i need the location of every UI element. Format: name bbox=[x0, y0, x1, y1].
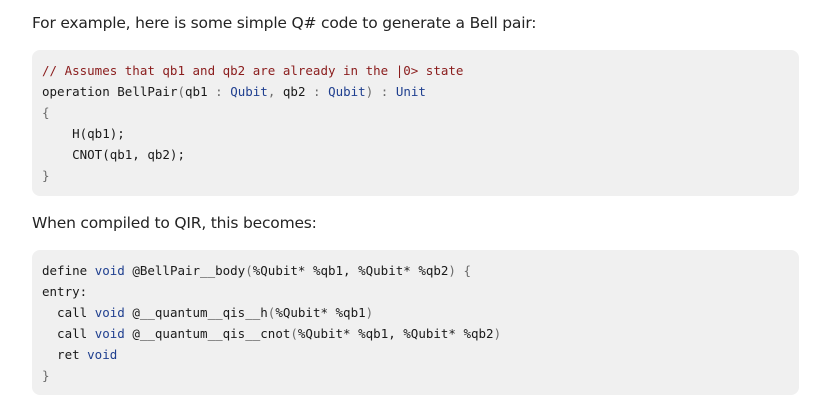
code-token: // Assumes that qb1 and qb2 are already … bbox=[42, 63, 464, 78]
code-token: %Qubit* %qb1 bbox=[275, 305, 366, 320]
code-line: CNOT(qb1, qb2); bbox=[42, 144, 799, 165]
qsharp-code-block: // Assumes that qb1 and qb2 are already … bbox=[32, 50, 799, 196]
code-token: CNOT(qb1, qb2); bbox=[42, 147, 185, 162]
code-token: %Qubit* %qb1, %Qubit* %qb2 bbox=[252, 263, 449, 278]
code-token: void bbox=[94, 263, 133, 278]
code-token: ( bbox=[267, 305, 276, 320]
code-token: define bbox=[42, 263, 95, 278]
code-token: ( bbox=[177, 84, 186, 99]
code-token: @__quantum__qis__cnot bbox=[132, 326, 291, 341]
code-token: { bbox=[42, 105, 50, 120]
code-token: operation bbox=[42, 84, 118, 99]
code-token: %Qubit* %qb1, %Qubit* %qb2 bbox=[297, 326, 494, 341]
code-line: define void @BellPair__body(%Qubit* %qb1… bbox=[42, 260, 799, 281]
code-line: ret void bbox=[42, 344, 799, 365]
code-token: : bbox=[313, 84, 329, 99]
code-token: Unit bbox=[395, 84, 426, 99]
code-token: @BellPair__body bbox=[132, 263, 246, 278]
code-token: } bbox=[42, 368, 50, 383]
compiled-paragraph: When compiled to QIR, this becomes: bbox=[32, 214, 317, 232]
code-token: } bbox=[42, 168, 50, 183]
code-token: ) bbox=[365, 305, 374, 320]
code-token: BellPair bbox=[117, 84, 178, 99]
code-token: void bbox=[94, 326, 133, 341]
code-line: { bbox=[42, 102, 799, 123]
code-token: ret bbox=[42, 347, 88, 362]
code-token: call bbox=[42, 326, 95, 341]
code-token: void bbox=[94, 305, 133, 320]
code-line: } bbox=[42, 165, 799, 186]
code-token: entry: bbox=[42, 284, 88, 299]
code-token: ( bbox=[290, 326, 298, 341]
code-token: @__quantum__qis__h bbox=[132, 305, 268, 320]
code-line: // Assumes that qb1 and qb2 are already … bbox=[42, 60, 799, 81]
code-token: call bbox=[42, 305, 95, 320]
code-token: qb2 bbox=[282, 84, 313, 99]
code-token: ( bbox=[245, 263, 253, 278]
code-token: ) bbox=[493, 326, 502, 341]
code-line: call void @__quantum__qis__h(%Qubit* %qb… bbox=[42, 302, 799, 323]
code-line: H(qb1); bbox=[42, 123, 799, 144]
code-token: ) bbox=[365, 84, 381, 99]
code-token: Qubit bbox=[328, 84, 366, 99]
code-token: , bbox=[267, 84, 283, 99]
code-token: : bbox=[215, 84, 231, 99]
qir-code-block: define void @BellPair__body(%Qubit* %qb1… bbox=[32, 250, 799, 395]
code-line: entry: bbox=[42, 281, 799, 302]
code-token: H(qb1); bbox=[42, 126, 125, 141]
code-token: ) { bbox=[448, 263, 471, 278]
code-line: call void @__quantum__qis__cnot(%Qubit* … bbox=[42, 323, 799, 344]
code-token: qb1 bbox=[185, 84, 216, 99]
code-token: : bbox=[380, 84, 396, 99]
code-token: void bbox=[87, 347, 118, 362]
code-line: } bbox=[42, 365, 799, 386]
code-line: operation BellPair(qb1 : Qubit, qb2 : Qu… bbox=[42, 81, 799, 102]
intro-paragraph: For example, here is some simple Q# code… bbox=[32, 14, 537, 32]
code-token: Qubit bbox=[230, 84, 268, 99]
